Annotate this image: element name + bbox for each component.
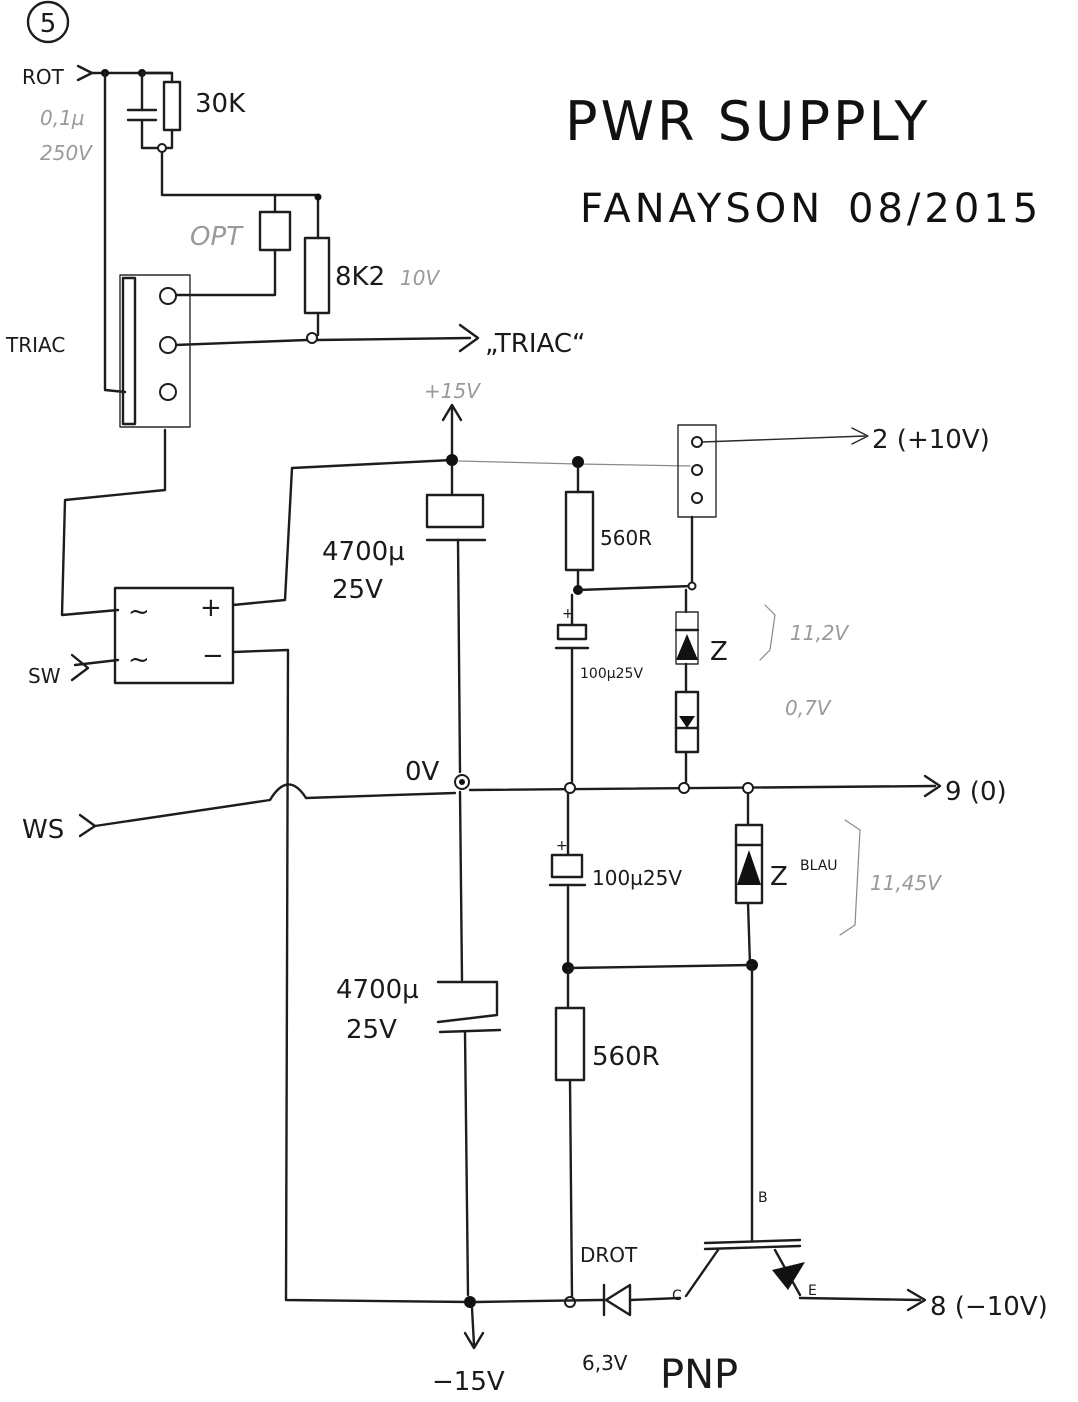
bridge-minus: − [202, 641, 224, 671]
diagram-author: FANAYSON [580, 186, 824, 232]
emitter-arrow [772, 1262, 805, 1290]
cap-small-top-label: 100µ25V [580, 666, 643, 682]
node-ring [564, 782, 576, 794]
node-ring [306, 332, 318, 344]
zener-diode-bottom: Z BLAU 11,45V [734, 792, 942, 967]
cap-value-label: 0,1µ [40, 106, 85, 130]
svg-text:+: + [562, 606, 574, 622]
node-ring [742, 782, 754, 794]
cap-bottom-voltage: 25V [346, 1015, 397, 1045]
transistor-collector: C [672, 1288, 682, 1304]
capacitor-100u-top: + 100µ25V [554, 593, 643, 784]
cap-small-bottom-label: 100µ25V [592, 866, 682, 890]
output-2-label: 2 (+10V) [872, 425, 990, 455]
zero-v-label: 0V [405, 757, 440, 787]
diode-red: DROT 6,3V [580, 1243, 638, 1375]
zener-bottom-note: 11,45V [870, 871, 942, 895]
triac-output-arrow [458, 323, 480, 353]
sheet-number-badge: 5 [26, 0, 70, 44]
diagram-title: PWR SUPPLY [565, 90, 930, 153]
cap-bottom-value: 4700µ [336, 975, 419, 1005]
transistor-base: B [758, 1190, 768, 1206]
diode-red-note: 6,3V [582, 1351, 628, 1375]
output-2-connector: 2 (+10V) [677, 424, 990, 584]
neg-15v-label: −15V [432, 1367, 505, 1397]
diagram-date: 08/2015 [848, 186, 1042, 232]
zener-top-note: 11,2V [790, 621, 850, 645]
rot-input: ROT [22, 64, 174, 89]
svg-text:+: + [556, 838, 568, 854]
resistor-8k2-label: 8K2 [335, 262, 385, 292]
bridge-plus: + [200, 593, 222, 623]
svg-text:WS: WS [22, 815, 64, 845]
triac: TRIAC [5, 274, 191, 428]
output-9-label: 9 (0) [945, 777, 1007, 807]
sw-input: SW [28, 653, 120, 688]
node-ring [678, 782, 690, 794]
pos-15v-rail: +15V [424, 379, 481, 457]
optocoupler-label: OPT [190, 222, 244, 252]
bridge-ac-1: ~ [128, 597, 150, 627]
resistor-8k2: 8K2 10V [303, 236, 440, 337]
ws-input: WS [22, 783, 457, 845]
diode-red-label: DROT [580, 1243, 638, 1267]
cap-top-voltage: 25V [332, 575, 383, 605]
diode-note: 0,7V [785, 696, 832, 720]
neg-15v-rail: −15V [432, 1306, 505, 1397]
svg-text:5: 5 [40, 9, 57, 39]
output-9-arrow [923, 774, 942, 798]
node-ring [687, 581, 697, 591]
resistor-560r-bottom: 560R [554, 970, 660, 1300]
resistor-30k-label: 30K [195, 89, 246, 119]
output-8-arrow [906, 1288, 927, 1312]
svg-text:ROT: ROT [22, 65, 65, 89]
triac-output-label: „TRIAC“ [485, 329, 585, 359]
output-8-label: 8 (−10V) [930, 1292, 1048, 1322]
capacitor-4700u-top: 4700µ 25V [322, 464, 487, 774]
bridge-rectifier: ~ ~ + − [113, 586, 235, 685]
resistor-560r-top: 560R [564, 466, 652, 590]
resistor-30k: 30K [140, 71, 246, 150]
cap-voltage-label: 250V [40, 141, 93, 165]
junction-dot [572, 456, 584, 468]
res-bottom-label: 560R [592, 1042, 660, 1072]
junction-dot [314, 193, 322, 201]
pnp-transistor: B C E PNP [660, 968, 817, 1398]
junction-dot [464, 1296, 476, 1308]
res-top-label: 560R [600, 526, 652, 550]
svg-text:SW: SW [28, 664, 61, 688]
transistor-type: PNP [660, 1352, 738, 1398]
zener-bottom-label: Z [770, 862, 788, 892]
capacitor-0.1u: 0,1µ 250V [40, 71, 164, 165]
resistor-8k2-note: 10V [400, 266, 440, 290]
pos-15v-label: +15V [424, 379, 481, 403]
bridge-ac-2: ~ [128, 645, 150, 675]
zener-top-label: Z [710, 637, 728, 667]
capacitor-100u-bottom: + 100µ25V [548, 792, 682, 967]
zener-bottom-color: BLAU [800, 858, 838, 874]
triac-label: TRIAC [5, 333, 65, 357]
optocoupler: OPT [173, 210, 292, 297]
cap-top-value: 4700µ [322, 537, 405, 567]
zener-diode-top: Z 11,2V [674, 588, 850, 694]
junction-dot [446, 454, 458, 466]
node-ring [564, 1296, 576, 1308]
transistor-emitter: E [808, 1283, 817, 1299]
capacitor-4700u-bottom: 4700µ 25V [336, 790, 502, 1297]
diode-0.7v: 0,7V [674, 690, 832, 786]
